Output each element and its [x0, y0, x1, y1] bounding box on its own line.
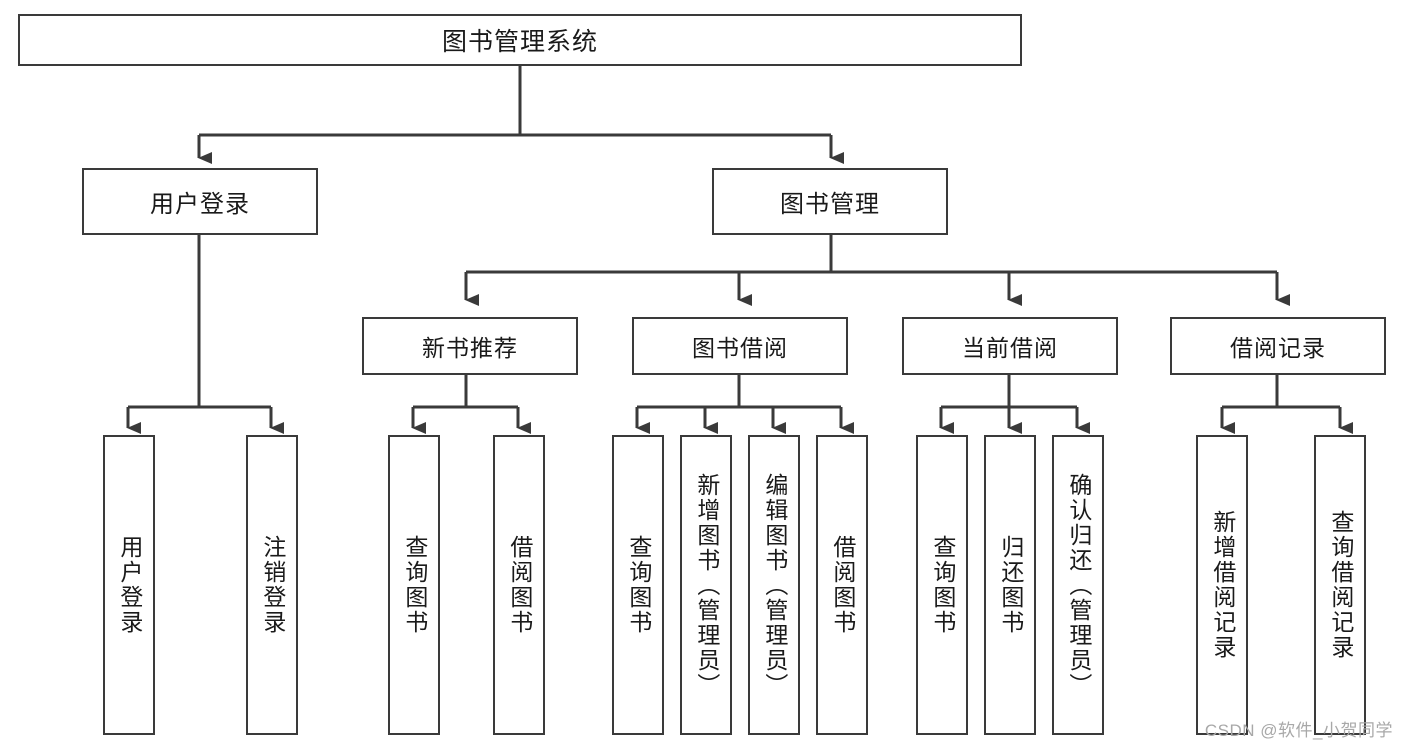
node-book-management-label: 图书管理 [780, 191, 880, 218]
node-current-borrow-label: 当前借阅 [962, 335, 1058, 361]
leaf-label: 编辑图书（管理员） [761, 472, 788, 698]
node-new-book-recommend[interactable]: 新书推荐 [362, 317, 578, 375]
leaf-current-borrow-return-book[interactable]: 归还图书 [984, 435, 1036, 735]
leaf-label: 新增借阅记录 [1209, 510, 1236, 660]
leaf-new-book-query-book[interactable]: 查询图书 [388, 435, 440, 735]
node-book-borrow[interactable]: 图书借阅 [632, 317, 848, 375]
leaf-book-borrow-add-book-admin[interactable]: 新增图书（管理员） [680, 435, 732, 735]
node-root-book-management-system[interactable]: 图书管理系统 [18, 14, 1022, 66]
leaf-label: 查询图书 [625, 535, 652, 635]
leaf-label: 确认归还（管理员） [1065, 472, 1092, 698]
leaf-label: 借阅图书 [829, 535, 856, 635]
node-root-label: 图书管理系统 [441, 28, 598, 56]
node-user-login-label: 用户登录 [150, 191, 250, 218]
leaf-book-borrow-query-book[interactable]: 查询图书 [612, 435, 664, 735]
leaf-label: 新增图书（管理员） [693, 472, 720, 698]
watermark-text: CSDN @软件_小贺同学 [1204, 721, 1393, 740]
leaf-label: 归还图书 [997, 535, 1024, 635]
leaf-label: 查询图书 [401, 535, 428, 635]
leaf-book-borrow-edit-book-admin[interactable]: 编辑图书（管理员） [748, 435, 800, 735]
leaf-new-book-borrow-book[interactable]: 借阅图书 [493, 435, 545, 735]
leaf-label: 查询图书 [929, 535, 956, 635]
node-borrow-record[interactable]: 借阅记录 [1170, 317, 1386, 375]
leaf-book-borrow-borrow-book[interactable]: 借阅图书 [816, 435, 868, 735]
leaf-current-borrow-query-book[interactable]: 查询图书 [916, 435, 968, 735]
leaf-label: 借阅图书 [506, 535, 533, 635]
leaf-label: 查询借阅记录 [1327, 510, 1354, 660]
leaf-label: 用户登录 [116, 535, 143, 635]
leaf-current-borrow-confirm-return-admin[interactable]: 确认归还（管理员） [1052, 435, 1104, 735]
leaf-user-login-login[interactable]: 用户登录 [103, 435, 155, 735]
node-new-book-recommend-label: 新书推荐 [422, 335, 518, 361]
leaf-label: 注销登录 [259, 535, 286, 635]
leaf-borrow-record-query-record[interactable]: 查询借阅记录 [1314, 435, 1366, 735]
node-book-management[interactable]: 图书管理 [712, 168, 948, 235]
leaf-user-login-logout[interactable]: 注销登录 [246, 435, 298, 735]
node-borrow-record-label: 借阅记录 [1230, 335, 1326, 361]
node-book-borrow-label: 图书借阅 [692, 335, 788, 361]
leaf-borrow-record-add-record[interactable]: 新增借阅记录 [1196, 435, 1248, 735]
node-current-borrow[interactable]: 当前借阅 [902, 317, 1118, 375]
node-user-login[interactable]: 用户登录 [82, 168, 318, 235]
